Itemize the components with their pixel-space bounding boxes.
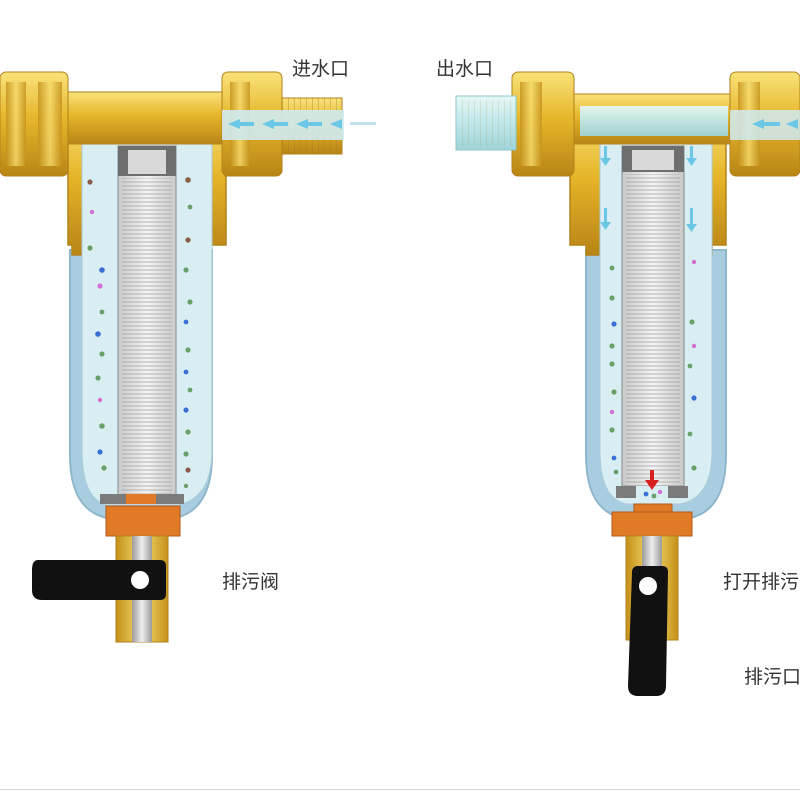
right-particles	[609, 259, 697, 499]
left-drain-block	[105, 505, 181, 537]
left-particles	[87, 177, 193, 489]
left-filter	[0, 71, 376, 643]
left-filter-screen	[117, 145, 177, 497]
arrow-left-icon	[786, 119, 798, 129]
drain-arrow-icon	[645, 470, 659, 490]
bottom-divider	[0, 789, 800, 790]
right-drain-block	[611, 503, 693, 537]
left-inlet-nut	[0, 71, 69, 177]
drain-valve-label: 排污阀	[222, 571, 280, 593]
arrow-left-icon	[330, 119, 342, 129]
inlet-label: 进水口	[292, 58, 350, 80]
arrow-down-icon	[686, 158, 697, 166]
arrow-down-icon	[600, 222, 611, 230]
outlet-label: 出水口	[436, 58, 494, 80]
right-inlet-nut	[729, 71, 800, 177]
right-valve-handle[interactable]	[628, 566, 668, 696]
right-outlet-nut	[455, 71, 575, 177]
arrow-left-icon	[262, 119, 274, 129]
right-handle-screw	[639, 577, 657, 595]
arrow-left-icon	[752, 119, 764, 129]
open-drain-label: 打开排污	[723, 571, 800, 593]
arrow-left-icon	[296, 119, 308, 129]
left-handle-screw	[131, 571, 149, 589]
drain-port-label: 排污口	[744, 666, 800, 688]
right-top-water	[580, 106, 728, 136]
right-filter	[455, 71, 800, 696]
arrow-down-icon	[600, 158, 611, 166]
left-top-tube	[59, 91, 229, 145]
right-filter-screen	[621, 145, 685, 487]
left-valve-handle[interactable]	[32, 560, 166, 600]
left-seat-seal	[126, 494, 156, 504]
arrow-left-icon	[228, 119, 240, 129]
right-down-arrows	[600, 146, 697, 232]
left-inlet-arrows	[228, 119, 376, 129]
arrow-down-icon	[686, 224, 697, 232]
